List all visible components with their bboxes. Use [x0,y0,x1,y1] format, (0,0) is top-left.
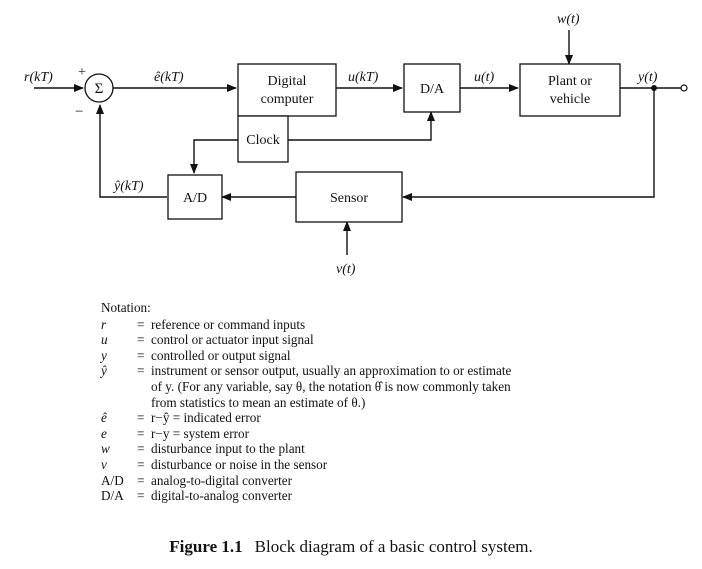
signal-label-u-kt: u(kT) [348,70,379,85]
wire-clock-to-ad [190,139,238,174]
notation-definition: analog-to-digital converter [151,472,292,488]
clock-label: Clock [246,133,279,148]
output-terminal [680,84,688,92]
signal-label-r: r(kT) [24,70,53,85]
da-converter-label: D/A [420,82,445,97]
notation-equals: = [137,441,145,457]
signal-label-y: y(t) [636,70,658,85]
signal-label-e-hat: ê(kT) [154,70,184,85]
notation-equals: = [137,332,145,348]
notation-entry-y: y = controlled or output signal [101,348,661,364]
notation-definition: r−y = system error [151,425,250,441]
plant-label-2: vehicle [550,92,590,107]
notation-definition: reference or command inputs [151,316,306,332]
notation-definition: disturbance input to the plant [151,441,305,457]
notation-equals: = [137,472,145,488]
plant-label-1: Plant or [548,74,592,89]
plant-block [519,63,621,117]
notation-entry-r: r = reference or command inputs [101,317,661,333]
figure-number: Figure 1.1 [169,537,243,556]
notation-equals: = [137,488,145,504]
notation-equals: = [137,410,145,426]
sensor-block [295,171,403,223]
notation-symbol: u [101,332,108,348]
notation-entry-w: w = disturbance input to the plant [101,441,661,457]
notation-symbol: ŷ [101,363,107,379]
notation-symbol: v [101,456,107,472]
digital-computer-label-1: Digital [268,74,307,89]
summing-junction-symbol: Σ [95,81,104,97]
summer-minus-sign: − [75,104,83,120]
notation-definition-continued: from statistics to mean an estimate of θ… [151,394,366,410]
digital-computer-block [237,63,337,117]
notation-equals: = [137,347,145,363]
notation-entry-v: v = disturbance or noise in the sensor [101,457,661,473]
wire-output-to-sensor [402,88,655,201]
da-converter-block [403,63,461,113]
notation-title: Notation: [101,300,151,315]
sensor-label: Sensor [330,191,368,206]
notation-symbol: r [101,316,107,332]
clock-block [237,115,289,163]
ad-converter-block [167,174,223,220]
notation-symbol: A/D [101,472,124,488]
notation-definition: digital-to-analog converter [151,488,292,504]
notation-entry-e: e = r−y = system error [101,426,661,442]
notation-symbol: y [101,347,107,363]
signal-label-u-t: u(t) [474,70,495,85]
notation-legend: Notation: r = reference or command input… [101,300,661,504]
notation-symbol: D/A [101,488,124,504]
block-diagram: Σ Digital computer Clock D/A Plant or ve… [24,12,688,277]
notation-symbol: e [101,425,107,441]
notation-entry-y-hat: ŷ = instrument or sensor output, usually… [101,363,661,379]
notation-equals: = [137,456,145,472]
notation-definition-continued: of y. (For any variable, say θ, the nota… [151,378,511,394]
summer-plus-sign: + [78,65,86,80]
notation-entry-ad: A/D = analog-to-digital converter [101,473,661,489]
notation-symbol: w [101,441,110,457]
notation-entry-e-hat: ê = r−ŷ = indicated error [101,410,661,426]
signal-label-y-hat: ŷ(kT) [112,179,144,194]
notation-equals: = [137,363,145,379]
notation-definition: disturbance or noise in the sensor [151,456,328,472]
wire-clock-to-da [288,111,435,141]
signal-label-v: v(t) [336,262,356,277]
notation-symbol: ê [101,410,107,426]
summing-junction [84,73,114,103]
notation-equals: = [137,425,145,441]
notation-definition: control or actuator input signal [151,332,314,348]
notation-entry-da: D/A = digital-to-analog converter [101,488,661,504]
wire-ad-to-summer [96,104,167,198]
notation-definition: controlled or output signal [151,347,291,363]
ad-converter-label: A/D [183,191,207,206]
signal-label-w: w(t) [557,12,580,27]
notation-entry-u: u = control or actuator input signal [101,332,661,348]
notation-definition: r−ŷ = indicated error [151,410,261,426]
digital-computer-label-2: computer [261,92,314,107]
figure-caption: Figure 1.1 Block diagram of a basic contr… [0,537,702,557]
figure-caption-text: Block diagram of a basic control system. [254,537,533,556]
notation-definition: instrument or sensor output, usually an … [151,363,512,379]
notation-equals: = [137,316,145,332]
